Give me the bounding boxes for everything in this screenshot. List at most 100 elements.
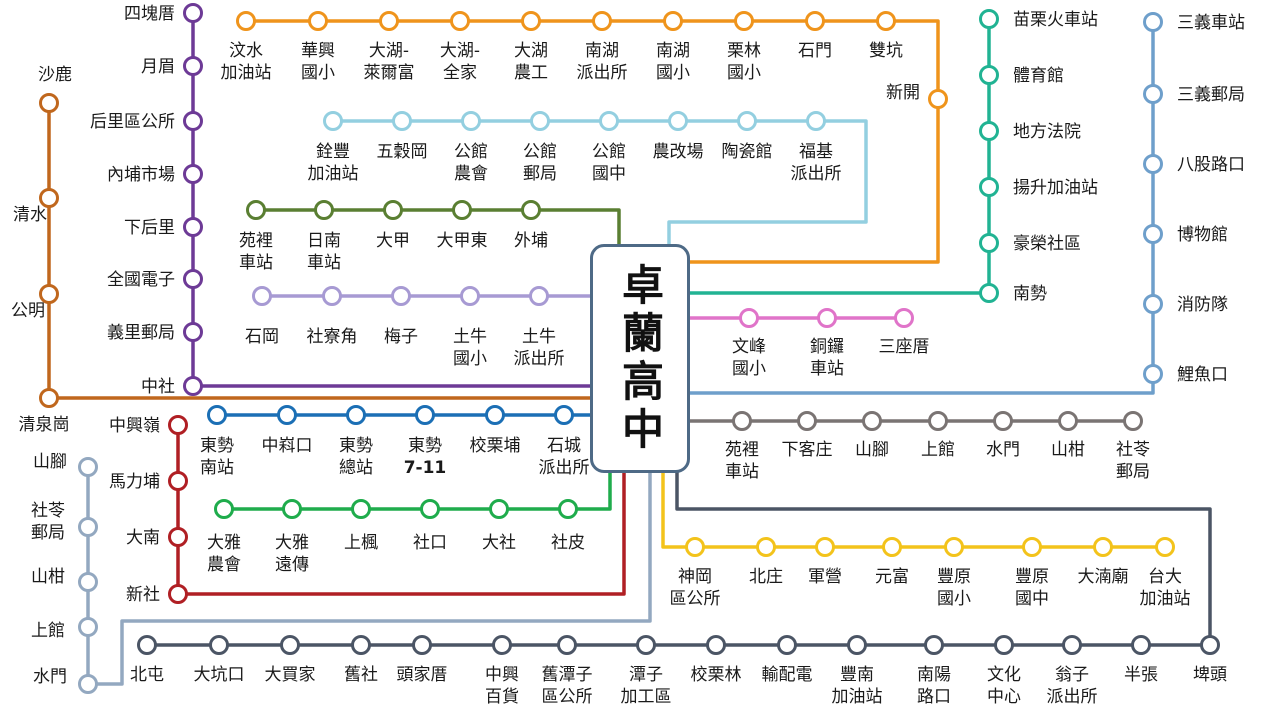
gongguan-stop-marker (668, 111, 688, 131)
sanyi-stop-marker (1143, 84, 1163, 104)
shigang-stop-marker (529, 286, 549, 306)
beitun-stop-label: 舊潭子區公所 (542, 665, 593, 707)
gongguan-stop-label: 公館國中 (592, 142, 626, 184)
houli-stop-marker (183, 217, 203, 237)
houli-stop-label: 義里郵局 (107, 323, 175, 343)
miaoli-stop-marker (979, 9, 999, 29)
shengang-stop-label: 神岡區公所 (670, 567, 721, 609)
shengang-stop-label: 北庄 (749, 567, 783, 587)
sanyi-stop-label: 鯉魚口 (1177, 365, 1228, 385)
dongshi-stop-label: 中嵙口 (262, 436, 313, 456)
houli-stop-label: 月眉 (141, 57, 175, 77)
qingshui-stop-label: 清水 (13, 205, 47, 225)
shengang-stop-marker (944, 537, 964, 557)
yuanli-stop-marker (993, 411, 1013, 431)
shigang-stop-marker (322, 286, 342, 306)
tongluo-stop-label: 銅鑼車站 (810, 337, 844, 379)
dongshi-stop-label: 校栗埔 (470, 436, 521, 456)
daya-stop-label: 大雅農會 (207, 533, 241, 575)
dahu-stop-label: 石門 (798, 41, 832, 61)
daya-stop-label: 社口 (413, 533, 447, 553)
dahu-stop-label: 大湖-全家 (440, 41, 480, 83)
gongguan-stop-marker (806, 111, 826, 131)
qingshui-stop-marker (39, 388, 59, 408)
miaoli-stop-marker (979, 65, 999, 85)
beitun-stop-marker (994, 635, 1014, 655)
shigang-stop-label: 土牛國小 (453, 327, 487, 369)
gongguan-stop-label: 陶瓷館 (722, 142, 773, 162)
beitun-stop-label: 豐南加油站 (832, 665, 883, 707)
sanyi-stop-label: 三義郵局 (1177, 85, 1245, 105)
houli-stop-marker (183, 376, 203, 396)
beitun-stop-marker (706, 635, 726, 655)
beitun-stop-label: 校栗林 (691, 665, 742, 685)
miaoli-stop-label: 地方法院 (1013, 122, 1081, 142)
qingshui-stop-label: 沙鹿 (38, 65, 72, 85)
beitun-stop-label: 大買家 (265, 665, 316, 685)
dahu-stop-marker (663, 11, 683, 31)
shuimen-stop-marker (78, 517, 98, 537)
beitun-stop-label: 南陽路口 (917, 665, 951, 707)
shuimen-stop-marker (78, 617, 98, 637)
shuimen-stop-label: 社苓郵局 (31, 501, 65, 543)
dahu-stop-marker (236, 11, 256, 31)
miaoli-stop-marker (979, 283, 999, 303)
sanyi-stop-marker (1143, 12, 1163, 32)
houli-stop-label: 下后里 (124, 218, 175, 238)
dahu-stop-label: 大湖-萊爾富 (364, 41, 415, 83)
qingshui-stop-label: 清泉崗 (19, 415, 70, 435)
beitun-stop-label: 北屯 (130, 665, 164, 685)
houli-stop-marker (183, 269, 203, 289)
sanyi-stop-marker (1143, 154, 1163, 174)
daya-stop-marker (558, 499, 578, 519)
beitun-stop-label: 潭子加工區 (621, 665, 672, 707)
gongguan-stop-marker (737, 111, 757, 131)
dahu-stop-marker (805, 11, 825, 31)
sanyi-route-line (688, 20, 1155, 395)
dongshi-stop-label: 東勢南站 (200, 436, 234, 478)
beitun-stop-label: 舊社 (344, 665, 378, 685)
daya-stop-marker (214, 499, 234, 519)
tongluo-stop-marker (817, 308, 837, 328)
yuanli-stop-marker (862, 411, 882, 431)
shuimen-stop-label: 水門 (33, 667, 67, 687)
shengang-stop-label: 台大加油站 (1140, 567, 1191, 609)
shengang-stop-marker (685, 537, 705, 557)
houli-stop-marker (183, 56, 203, 76)
xinshe-stop-marker (168, 584, 188, 604)
tongluo-stop-marker (739, 308, 759, 328)
shengang-stop-marker (1155, 537, 1175, 557)
houli-stop-marker (183, 322, 203, 342)
dahu-stop-marker (379, 11, 399, 31)
beitun-stop-marker (1131, 635, 1151, 655)
dajia-stop-label: 大甲 (376, 231, 410, 251)
shengang-stop-marker (1022, 537, 1042, 557)
sanyi-stop-marker (1143, 294, 1163, 314)
yuanli-stop-label: 社苓郵局 (1116, 440, 1150, 482)
dajia-stop-marker (383, 200, 403, 220)
qingshui-stop-label: 公明 (11, 301, 45, 321)
beitun-stop-label: 埤頭 (1193, 665, 1227, 685)
gongguan-stop-marker (530, 111, 550, 131)
yuanli-stop-marker (928, 411, 948, 431)
xinshe-stop-marker (168, 527, 188, 547)
beitun-stop-label: 頭家厝 (397, 665, 448, 685)
tongluo-stop-label: 文峰國小 (732, 337, 766, 379)
dongshi-stop-marker (415, 405, 435, 425)
dahu-stop-label: 華興國小 (301, 41, 335, 83)
houli-stop-marker (183, 3, 203, 23)
yuanli-stop-marker (732, 411, 752, 431)
shigang-stop-label: 社寮角 (307, 327, 358, 347)
sanyi-stop-label: 八股路口 (1177, 155, 1245, 175)
beitun-stop-label: 半張 (1124, 665, 1158, 685)
dongshi-stop-marker (554, 405, 574, 425)
beitun-stop-marker (412, 635, 432, 655)
beitun-stop-marker (209, 635, 229, 655)
dahu-stop-label: 新開 (886, 83, 920, 103)
hub-box: 卓蘭高中 (590, 244, 690, 473)
yuanli-stop-label: 水門 (986, 440, 1020, 460)
beitun-stop-label: 大坑口 (194, 665, 245, 685)
miaoli-stop-label: 豪榮社區 (1013, 233, 1081, 254)
